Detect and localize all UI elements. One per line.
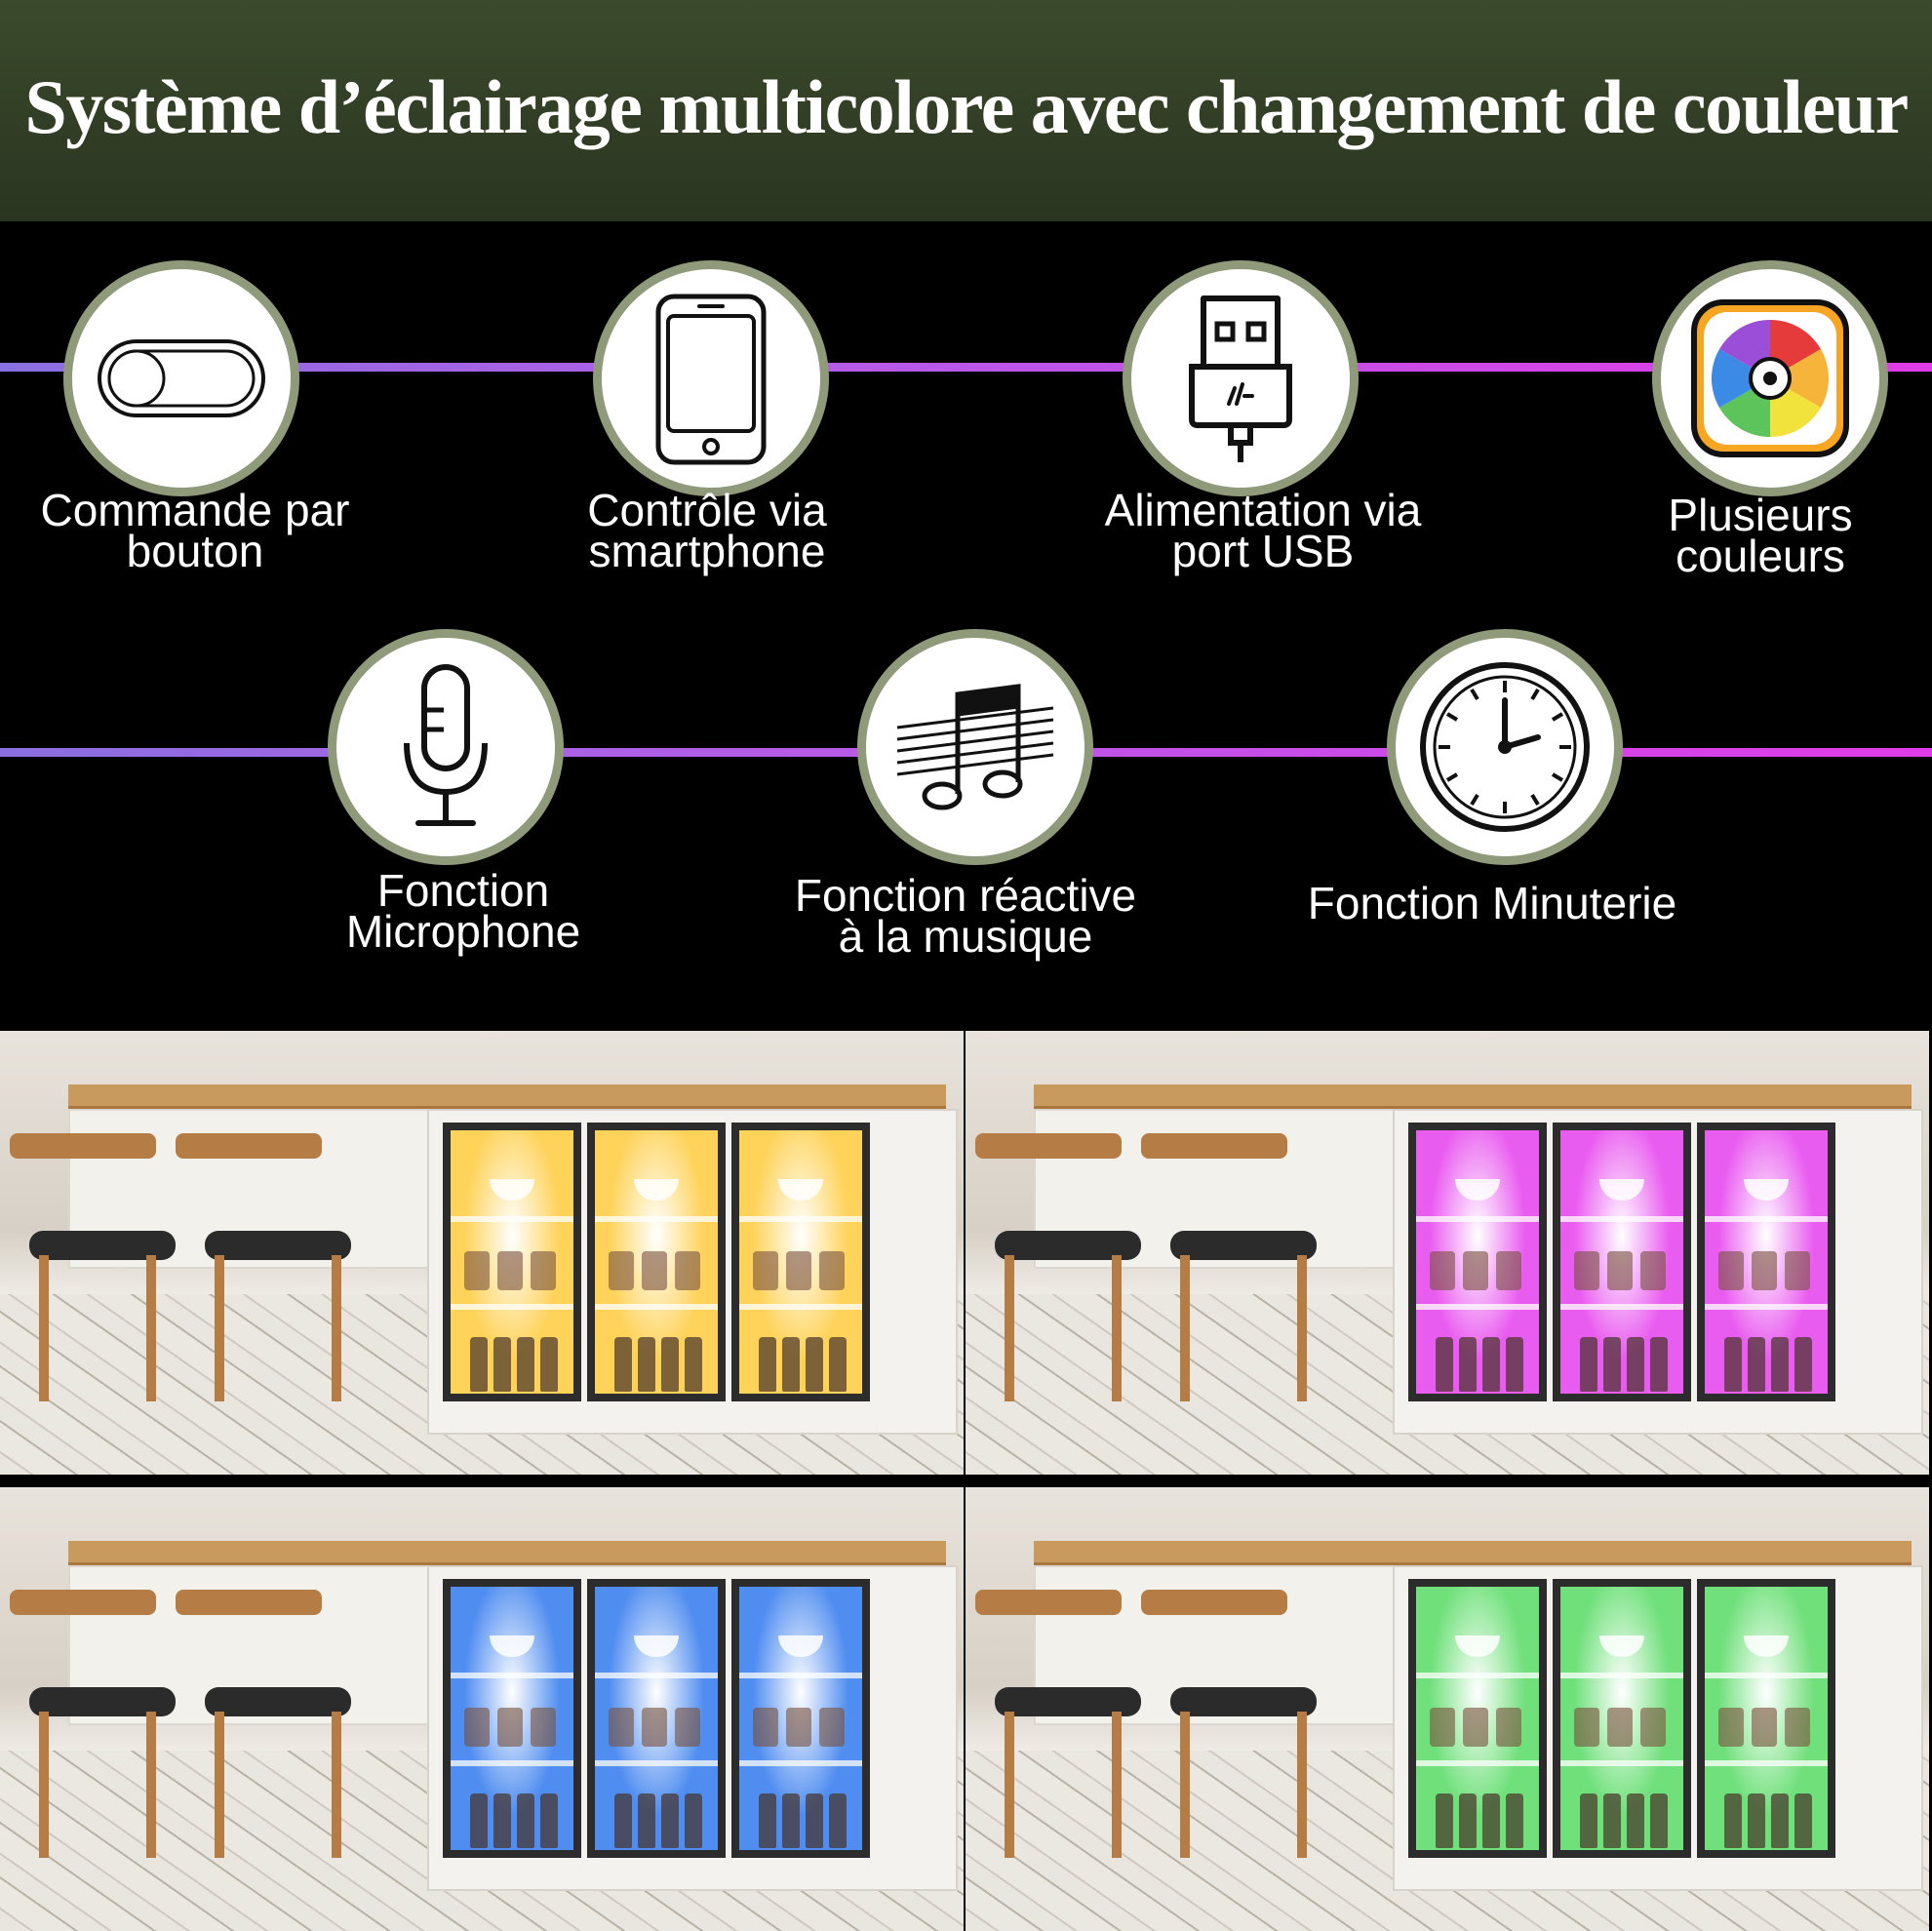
feature-circle-button xyxy=(63,260,299,496)
cabinet-glass-door xyxy=(1408,1123,1547,1401)
chair-back xyxy=(10,1133,156,1159)
chair-back xyxy=(176,1590,322,1615)
chair-seat xyxy=(1170,1231,1317,1260)
header-banner: Système d’éclairage multicolore avec cha… xyxy=(0,0,1932,221)
photo-pink-light xyxy=(966,1031,1929,1475)
feature-label-button: Commande par bouton xyxy=(40,485,350,576)
photo-green-light xyxy=(966,1487,1929,1931)
feature-circle-smartphone xyxy=(593,260,829,496)
feature-label-microphone: Fonction Microphone xyxy=(345,865,581,957)
countertop xyxy=(1034,1541,1912,1566)
chair-back xyxy=(1141,1590,1287,1615)
product-photo-grid xyxy=(0,1031,1932,1931)
lit-cabinet xyxy=(427,1109,958,1435)
chair-back xyxy=(975,1590,1122,1615)
cabinet-glass-door xyxy=(587,1123,726,1401)
lit-cabinet xyxy=(1393,1565,1923,1891)
feature-label-smartphone: Contrôle via smartphone xyxy=(587,485,827,576)
feature-label-music: Fonction réactive à la musique xyxy=(794,870,1137,962)
features-panel: Commande par bouton Contrôle via smartph… xyxy=(0,221,1932,1031)
chair-seat xyxy=(205,1687,351,1716)
connector-line-top xyxy=(0,363,1932,372)
cabinet-glass-door xyxy=(1697,1123,1835,1401)
countertop xyxy=(1034,1084,1912,1110)
music-notes-icon xyxy=(896,684,1054,810)
cabinet-glass-door xyxy=(587,1579,726,1858)
smartphone-icon xyxy=(655,294,767,465)
color-wheel-icon xyxy=(1691,299,1849,457)
countertop xyxy=(68,1084,946,1110)
cabinet-glass-door xyxy=(731,1579,870,1858)
photo-yellow-light xyxy=(0,1031,964,1475)
feature-label-usb: Alimentation via port USB xyxy=(1104,485,1422,576)
chair-back xyxy=(1141,1133,1287,1159)
countertop xyxy=(68,1541,946,1566)
feature-circle-timer xyxy=(1387,629,1623,865)
cabinet-glass-door xyxy=(1697,1579,1835,1858)
cabinet-glass-door xyxy=(443,1123,581,1401)
cabinet-glass-door xyxy=(443,1579,581,1858)
lit-cabinet xyxy=(427,1565,958,1891)
chair-back xyxy=(975,1133,1122,1159)
clock-icon xyxy=(1420,662,1590,832)
cabinet-glass-door xyxy=(1553,1579,1691,1858)
photo-blue-light xyxy=(0,1487,964,1931)
microphone-icon xyxy=(404,664,488,826)
feature-label-timer: Fonction Minuterie xyxy=(1307,878,1677,928)
cabinet-glass-door xyxy=(1553,1123,1691,1401)
page-title: Système d’éclairage multicolore avec cha… xyxy=(24,64,1909,149)
chair-seat xyxy=(1170,1687,1317,1716)
chair-back xyxy=(10,1590,156,1615)
cabinet-glass-door xyxy=(731,1123,870,1401)
feature-circle-usb xyxy=(1123,260,1359,496)
chair-seat xyxy=(205,1231,351,1260)
feature-circle-music xyxy=(857,629,1093,865)
chair-back xyxy=(176,1133,322,1159)
toggle-switch-icon xyxy=(98,339,265,417)
feature-circle-colors xyxy=(1652,260,1888,496)
feature-circle-microphone xyxy=(328,629,564,865)
feature-label-colors: Plusieurs couleurs xyxy=(1668,490,1853,581)
lit-cabinet xyxy=(1393,1109,1923,1435)
cabinet-glass-door xyxy=(1408,1579,1547,1858)
usb-plug-icon xyxy=(1189,296,1292,462)
